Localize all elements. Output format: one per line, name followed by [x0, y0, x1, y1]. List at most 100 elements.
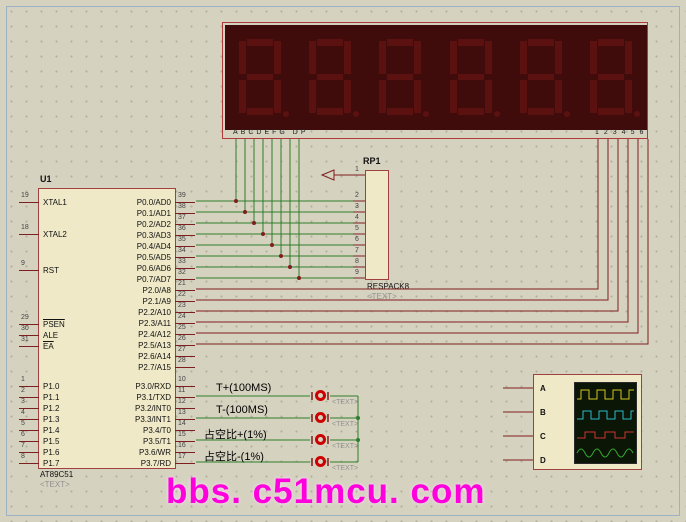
pin-number: 8 [21, 453, 25, 460]
pin-number: 29 [21, 314, 29, 321]
pin-name: P0.1/AD1 [136, 209, 171, 218]
pin-number: 18 [21, 224, 29, 231]
trace-a-yellow [577, 389, 634, 400]
display-segment-pins-label: ABCDEFG DP [233, 129, 309, 136]
rp-pin-number: 3 [355, 203, 359, 210]
mcu-ref-label: U1 [40, 174, 52, 184]
pin-name: P2.0/A8 [142, 286, 171, 295]
pin-number: 11 [178, 387, 186, 394]
pin-name: ALE [43, 331, 59, 340]
pin-name: EA [43, 342, 54, 351]
scope-input-wires [503, 387, 533, 461]
push-button-t-minus[interactable] [315, 412, 326, 423]
scope-traces [576, 389, 634, 458]
trace-c-red [577, 431, 634, 439]
pin-name: P3.0/RXD [135, 382, 171, 391]
pin-number: 28 [178, 357, 186, 364]
segment-bus-wires [196, 139, 353, 279]
button-annotation: <TEXT> [332, 443, 359, 450]
scope-input-a: A [540, 384, 546, 393]
rp-pin-number: 2 [355, 192, 359, 199]
pin-number: 36 [178, 225, 186, 232]
pin-name: P0.3/AD3 [136, 231, 171, 240]
pin-number: 35 [178, 236, 186, 243]
scope-input-d: D [540, 456, 546, 465]
scope-input-c: C [540, 432, 546, 441]
pin-number: 21 [178, 280, 186, 287]
button-annotation: <TEXT> [332, 421, 359, 428]
pin-name: P2.2/A10 [138, 308, 171, 317]
pin-number: 17 [178, 453, 186, 460]
oscilloscope-body[interactable]: A B C D [533, 374, 642, 470]
pin-name: P3.2/INT0 [134, 404, 171, 413]
pin-number: 39 [178, 192, 186, 199]
resistor-pack-body[interactable] [365, 170, 389, 280]
push-button-duty-minus[interactable] [315, 456, 326, 467]
pin-name: PSEN [43, 320, 65, 329]
pin-number: 1 [21, 376, 25, 383]
pin-number: 5 [21, 420, 25, 427]
push-button-t-plus[interactable] [315, 390, 326, 401]
pin-name: P3.7/RD [140, 459, 171, 468]
pin-number: 15 [178, 431, 186, 438]
button-annotation: <TEXT> [332, 465, 359, 472]
digit-4 [450, 39, 500, 117]
pin-name: P3.5/T1 [142, 437, 171, 446]
pin-number: 30 [21, 325, 29, 332]
pin-name: P1.3 [43, 415, 60, 424]
pin-number: 31 [21, 336, 29, 343]
pin-name: P2.6/A14 [138, 352, 171, 361]
pin-number: 4 [21, 409, 25, 416]
pin-name: XTAL1 [43, 198, 67, 207]
respack-part-label: RESPACK8 [367, 282, 410, 291]
pin-name: P2.4/A12 [138, 330, 171, 339]
scope-screen [574, 382, 637, 464]
seven-segment-display[interactable]: ABCDEFG DP 123456 [222, 22, 648, 139]
display-digit-pins-label: 123456 [595, 129, 649, 136]
watermark-text: bbs. c51mcu. com [166, 472, 486, 511]
pin-name: P1.5 [43, 437, 60, 446]
pin-number: 25 [178, 324, 186, 331]
pin-name: P1.6 [43, 448, 60, 457]
pin-name: P3.3/INT1 [134, 415, 171, 424]
rp1-common-arrow-icon [320, 169, 353, 181]
pin-number: 9 [21, 260, 25, 267]
pin-name: P3.6/WR [138, 448, 171, 457]
button-terminals [311, 392, 329, 466]
mcu-annotation: <TEXT> [40, 480, 70, 489]
pin-number: 23 [178, 302, 186, 309]
pin-name: P3.1/TXD [136, 393, 171, 402]
pin-number: 24 [178, 313, 186, 320]
key-label-t-plus: T+(100MS) [216, 382, 272, 394]
pin-name: P1.7 [43, 459, 60, 468]
pin-number: 16 [178, 442, 186, 449]
pin-number: 22 [178, 291, 186, 298]
pin-number: 34 [178, 247, 186, 254]
rp-pin-number: 5 [355, 225, 359, 232]
digit-2 [309, 39, 359, 117]
push-button-duty-plus[interactable] [315, 434, 326, 445]
